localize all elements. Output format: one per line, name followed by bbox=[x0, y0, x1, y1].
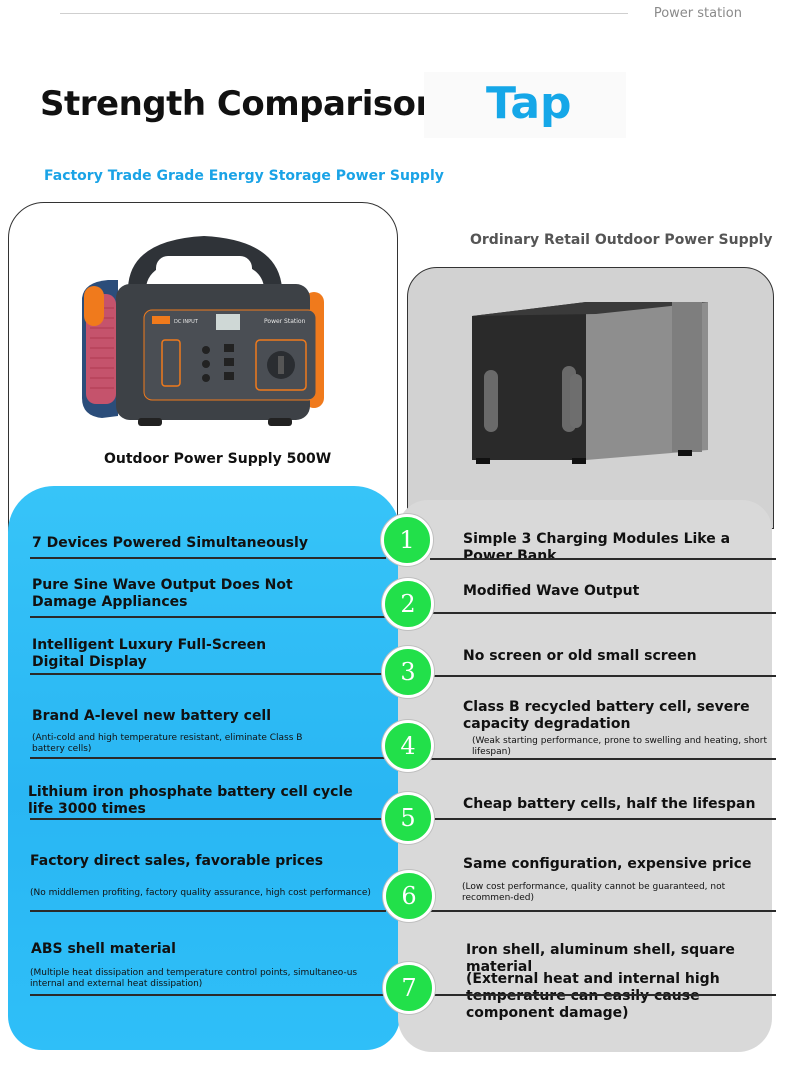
tap-label[interactable]: Tap bbox=[486, 78, 572, 129]
right-feature-4: Class B recycled battery cell, severe ca… bbox=[463, 699, 750, 732]
right-divider-4 bbox=[430, 758, 776, 760]
right-feature-6-note: (Low cost performance, quality cannot be… bbox=[462, 882, 726, 903]
left-feature-6: Factory direct sales, favorable prices bbox=[30, 853, 324, 869]
left-feature-1: 7 Devices Powered Simultaneously bbox=[32, 535, 308, 551]
row-number-badge: 2 bbox=[382, 578, 434, 630]
left-feature-4-note: (Anti-cold and high temperature resistan… bbox=[32, 733, 303, 754]
retail-panel bbox=[398, 500, 772, 1052]
right-feature-2: Modified Wave Output bbox=[463, 583, 640, 599]
tap-badge-background bbox=[424, 72, 626, 138]
row-number-badge: 3 bbox=[382, 646, 434, 698]
left-divider-4 bbox=[30, 757, 386, 759]
left-divider-2 bbox=[30, 616, 386, 618]
row-number-badge: 5 bbox=[382, 792, 434, 844]
left-product-caption: Outdoor Power Supply 500W bbox=[104, 451, 332, 467]
left-divider-6 bbox=[30, 910, 386, 912]
right-divider-1 bbox=[430, 558, 776, 560]
right-feature-7-note: (External heat and internal high tempera… bbox=[466, 971, 720, 1021]
row-number-badge: 1 bbox=[381, 514, 433, 566]
page-subtitle: Factory Trade Grade Energy Storage Power… bbox=[44, 168, 444, 184]
page-title: Strength Comparison bbox=[40, 84, 440, 124]
right-divider-2 bbox=[430, 612, 776, 614]
left-divider-7 bbox=[30, 994, 386, 996]
left-feature-7-note: (Multiple heat dissipation and temperatu… bbox=[30, 968, 358, 989]
left-feature-2: Pure Sine Wave Output Does Not Damage Ap… bbox=[32, 577, 293, 610]
right-feature-4-note: (Weak starting performance, prone to swe… bbox=[472, 736, 768, 757]
factory-grade-panel bbox=[8, 486, 400, 1050]
right-feature-1: Simple 3 Charging Modules Like a Power B… bbox=[463, 531, 731, 564]
top-divider bbox=[60, 13, 628, 14]
left-divider-3 bbox=[30, 673, 386, 675]
brand-label: Power station bbox=[653, 6, 742, 21]
right-product-label: Ordinary Retail Outdoor Power Supply bbox=[470, 232, 773, 248]
left-feature-3: Intelligent Luxury Full-Screen Digital D… bbox=[32, 637, 267, 670]
power-station-label: Power Station bbox=[264, 318, 306, 325]
right-divider-3 bbox=[430, 675, 776, 677]
row-number-badge: 6 bbox=[383, 870, 435, 922]
right-feature-7: Iron shell, aluminum shell, square mater… bbox=[466, 942, 735, 975]
right-divider-5 bbox=[430, 818, 776, 820]
left-feature-4: Brand A-level new battery cell bbox=[32, 708, 272, 724]
generic-power-supply-image bbox=[472, 302, 708, 464]
right-feature-3: No screen or old small screen bbox=[463, 648, 697, 664]
row-number-badge: 4 bbox=[382, 720, 434, 772]
left-feature-7: ABS shell material bbox=[31, 941, 176, 957]
left-divider-5 bbox=[30, 818, 386, 820]
left-feature-5: Lithium iron phosphate battery cell cycl… bbox=[28, 784, 353, 817]
row-number-badge: 7 bbox=[383, 962, 435, 1014]
right-feature-5: Cheap battery cells, half the lifespan bbox=[463, 796, 756, 812]
right-divider-7 bbox=[430, 994, 776, 996]
right-divider-6 bbox=[430, 910, 776, 912]
dc-input-label: DC INPUT bbox=[174, 319, 199, 325]
right-feature-6: Same configuration, expensive price bbox=[463, 856, 752, 872]
left-feature-6-note: (No middlemen profiting, factory quality… bbox=[30, 888, 371, 898]
left-divider-1 bbox=[30, 557, 386, 559]
power-station-image: DC INPUT Power Station bbox=[82, 236, 324, 426]
